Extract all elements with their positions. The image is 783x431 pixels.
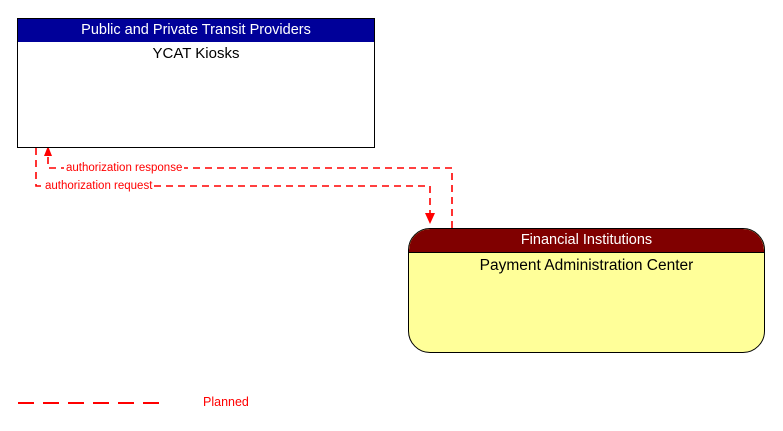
entity-box-payment-administration-center[interactable]: Financial Institutions Payment Administr…: [408, 228, 765, 353]
entity-title-payment-administration-center: Payment Administration Center: [479, 257, 694, 274]
arrowhead-into-payment-administration-center: [425, 213, 435, 224]
flow-label-authorization-request: authorization request: [43, 180, 155, 193]
legend: Planned: [18, 394, 278, 414]
entity-stereotype-payment-administration-center: Financial Institutions: [409, 229, 764, 253]
entity-box-ycat-kiosks[interactable]: Public and Private Transit Providers YCA…: [17, 18, 375, 148]
legend-label-planned: Planned: [203, 395, 249, 409]
entity-title-ycat-kiosks: YCAT Kiosks: [152, 45, 240, 62]
legend-swatch-planned-icon: [18, 402, 168, 404]
entity-stereotype-ycat-kiosks: Public and Private Transit Providers: [18, 19, 374, 42]
flow-label-authorization-response: authorization response: [64, 162, 185, 175]
